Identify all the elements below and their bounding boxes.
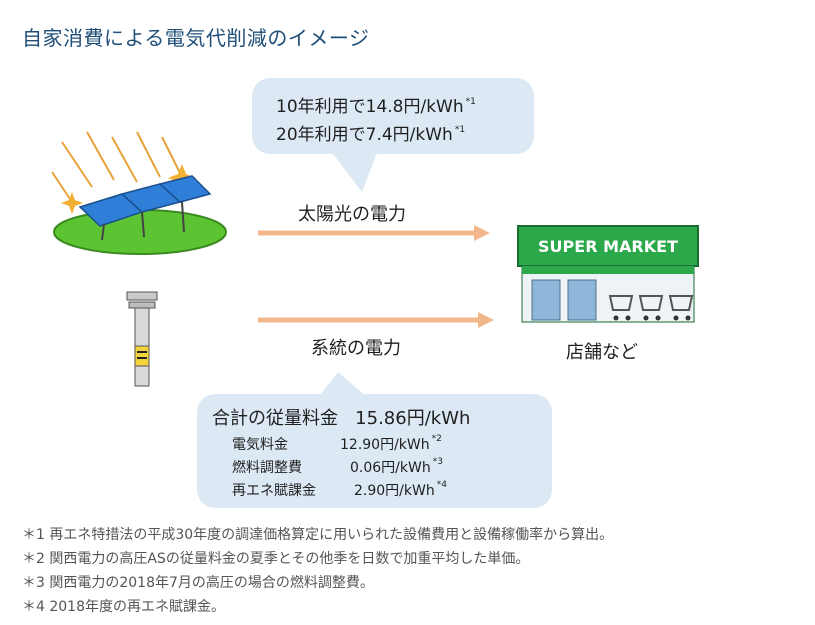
solar-panel-illustration [51, 131, 227, 255]
solar-cost-20yr: 20年利用で7.4円/kWh*1 [276, 125, 466, 145]
grid-flow-arrow [258, 312, 494, 328]
footnote-1: ＊1 再エネ特措法の平成30年度の調達価格算定に用いられた設備費用と設備稼働率か… [22, 527, 614, 543]
footnote-2: ＊2 関西電力の高圧ASの従量料金の夏季とその他季を日数で加重平均した単価。 [22, 551, 530, 567]
grid-item-renewable: 再エネ賦課金 [232, 483, 316, 499]
grid-item-fuel-value: 0.06円/kWh*3 [350, 457, 443, 476]
solar-flow-arrow [258, 225, 490, 241]
grid-item-fuel: 燃料調整費 [232, 460, 302, 476]
footnote-3: ＊3 関西電力の2018年7月の高圧の場合の燃料調整費。 [22, 575, 374, 591]
grid-item-electricity-value: 12.90円/kWh*2 [340, 434, 442, 453]
footnote-4: ＊4 2018年度の再エネ賦課金。 [22, 599, 225, 615]
solar-cost-10yr: 10年利用で14.8円/kWh*1 [276, 97, 476, 117]
grid-total-row: 合計の従量料金 15.86円/kWh [212, 408, 471, 429]
page-title: 自家消費による電気代削減のイメージ [22, 26, 370, 50]
grid-power-label: 系統の電力 [311, 338, 401, 359]
store-label: 店舗など [566, 342, 638, 363]
supermarket-illustration: SUPER MARKET [517, 225, 699, 323]
grid-cost-bubble [197, 394, 552, 508]
utility-pole-illustration [126, 291, 158, 387]
grid-item-electricity: 電気料金 [232, 437, 288, 453]
solar-cost-bubble [252, 78, 534, 154]
solar-power-label: 太陽光の電力 [298, 204, 406, 225]
store-sign-text: SUPER MARKET [538, 237, 678, 256]
grid-item-renewable-value: 2.90円/kWh*4 [354, 480, 447, 499]
